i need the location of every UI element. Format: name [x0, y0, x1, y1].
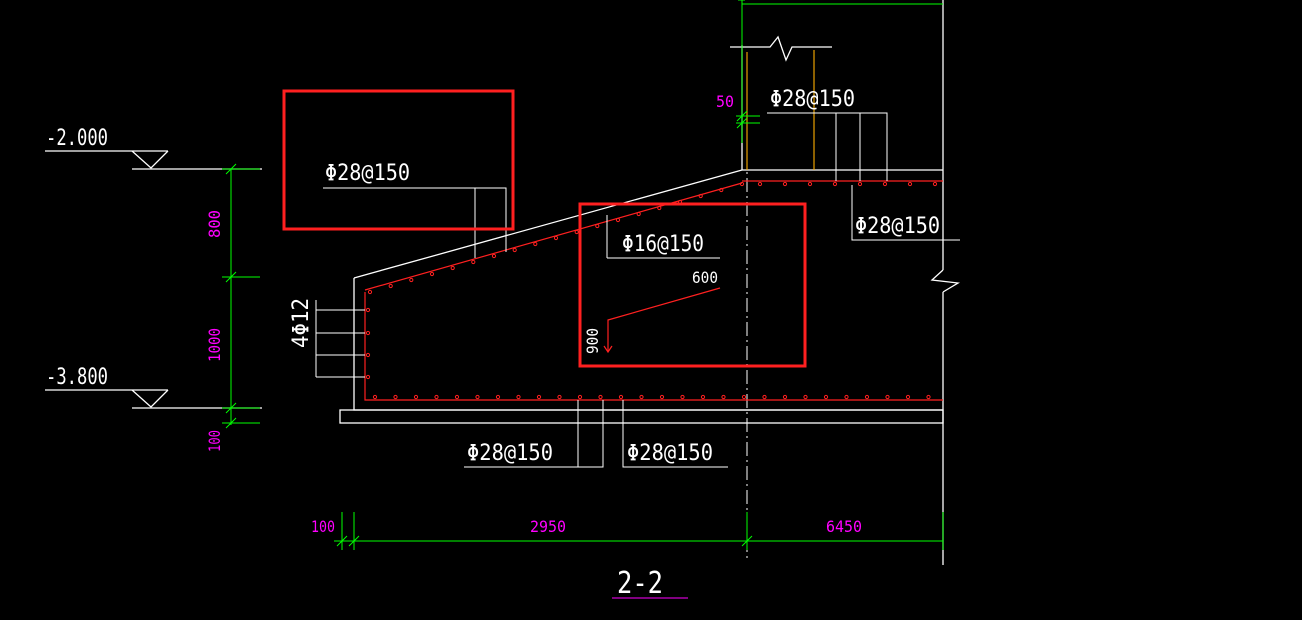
rebar-dot	[615, 217, 621, 223]
rebar-label-bottom-left: Φ28@150	[467, 441, 553, 466]
rebar-dot	[844, 394, 849, 400]
rebar-dot	[907, 181, 913, 187]
rebar-dot	[533, 241, 538, 247]
rebar-dot	[926, 394, 931, 400]
rebar-dot	[557, 394, 562, 400]
rebar-dot	[803, 394, 808, 400]
rebar-dot	[885, 394, 890, 400]
rebar-dot	[657, 205, 662, 211]
rebar-dot	[680, 394, 685, 400]
rebar-dot	[372, 394, 378, 400]
rebar-dot	[618, 394, 624, 400]
dim-vertical-middle: 1000	[205, 328, 224, 362]
rebar-dot	[857, 181, 863, 187]
dimension-lines	[222, 0, 944, 550]
rebar-dot	[782, 181, 788, 187]
dim-horizontal-right: 6450	[826, 517, 862, 536]
rebar-dot	[409, 277, 414, 283]
rebar-dot	[636, 211, 641, 217]
rebar-dot	[698, 193, 703, 199]
dim-cover: 50	[716, 92, 734, 111]
bend-height-label: 900	[583, 328, 602, 354]
rebar-dot	[741, 394, 747, 400]
rebar-dot	[700, 394, 706, 400]
rebar-dot	[434, 394, 439, 400]
dim-horizontal-middle: 2950	[530, 517, 566, 536]
rebar-dot	[832, 181, 838, 187]
elevation-top-label: -2.000	[46, 126, 108, 151]
dim-vertical-lower: 100	[205, 430, 224, 452]
bend-width-label: 600	[692, 268, 718, 287]
rebar-dot	[905, 394, 911, 400]
leader-lines	[315, 112, 960, 599]
rebar-dot	[450, 265, 455, 271]
rebar-dot	[388, 283, 393, 289]
rebar-label-haunch: Φ16@150	[622, 232, 704, 257]
rebar-cage	[364, 180, 943, 401]
rebar-dot	[413, 394, 419, 400]
rebar-dot	[536, 394, 542, 400]
rebar-dot	[516, 394, 521, 400]
rebar-dot	[429, 271, 435, 277]
rebar-dot	[823, 394, 829, 400]
rebar-dot	[365, 374, 371, 380]
rebar-dot	[365, 352, 371, 358]
rebar-dot	[367, 289, 373, 295]
rebar-label-side-bars: 4Φ12	[289, 298, 314, 348]
rebar-dot	[721, 394, 726, 400]
rebar-dot	[598, 394, 603, 400]
rebar-dot	[757, 181, 763, 187]
concrete-outline	[45, 0, 960, 565]
rebar-dot	[475, 394, 480, 400]
rebar-dot	[882, 181, 888, 187]
rebar-dots	[365, 181, 938, 400]
rebar-dot	[574, 229, 579, 235]
rebar-dot	[762, 394, 767, 400]
highlight-box-slope-rebar	[282, 89, 515, 231]
rebar-dot	[659, 394, 665, 400]
rebar-dot	[471, 259, 476, 265]
rebar-dot	[454, 394, 460, 400]
rebar-dot	[512, 247, 517, 253]
rebar-dot	[491, 253, 497, 259]
highlight-box-haunch-rebar	[578, 202, 807, 368]
rebar-dot	[782, 394, 788, 400]
rebar-dot	[739, 181, 745, 187]
dim-horizontal-left: 100	[311, 517, 335, 536]
rebar-label-column-top: Φ28@150	[770, 87, 855, 112]
section-title: 2-2	[617, 566, 663, 601]
rebar-label-slope-top: Φ28@150	[325, 161, 410, 186]
rebar-dot	[393, 394, 398, 400]
rebar-dot	[553, 235, 559, 241]
rebar-label-bottom-right: Φ28@150	[627, 441, 713, 466]
rebar-dot	[864, 394, 870, 400]
rebar-dot	[932, 181, 938, 187]
elevation-bottom-label: -3.800	[46, 365, 108, 390]
rebar-dot	[495, 394, 501, 400]
rebar-dot	[807, 181, 813, 187]
rebar-label-right-top: Φ28@150	[855, 214, 940, 239]
rebar-dot	[365, 330, 371, 336]
rebar-dot	[639, 394, 644, 400]
highlight-boxes	[282, 89, 807, 368]
dim-vertical-upper: 800	[205, 210, 224, 238]
rebar-dot	[577, 394, 583, 400]
rebar-dot	[595, 223, 600, 229]
rebar-dot	[719, 187, 724, 193]
rebar-dot	[365, 307, 371, 313]
